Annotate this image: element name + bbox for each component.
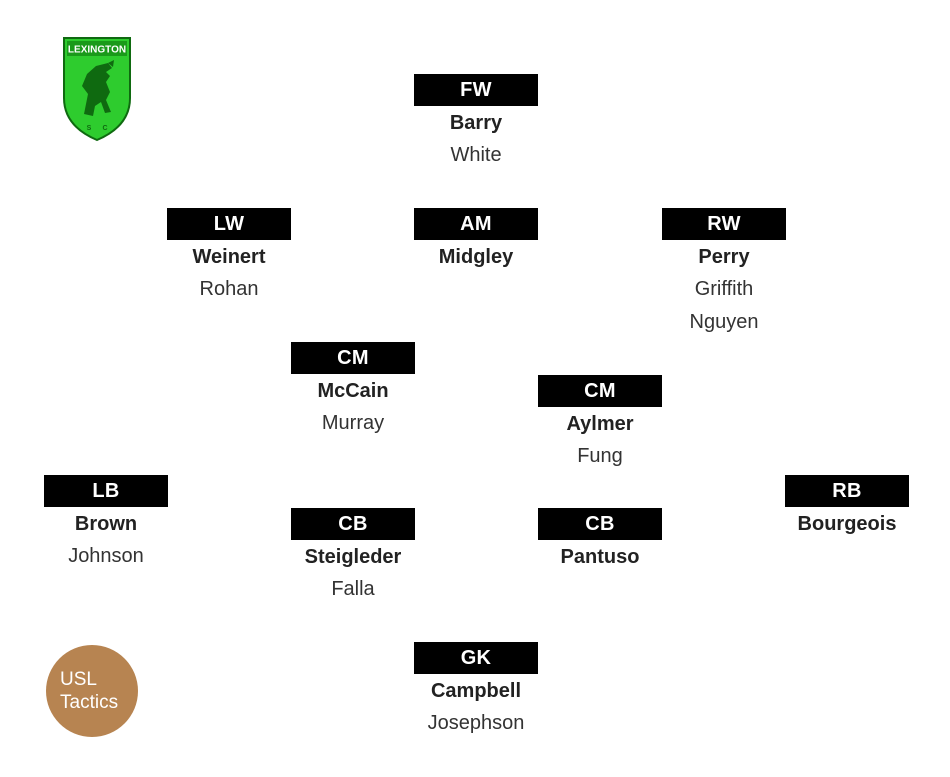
- backup-name: Josephson: [427, 712, 525, 734]
- starter-name: Weinert: [192, 246, 266, 268]
- position-right-cb: CB Pantuso: [538, 508, 662, 573]
- backup-name: Rohan: [199, 278, 259, 300]
- svg-text:S: S: [87, 125, 92, 132]
- position-label: RB: [785, 475, 909, 507]
- position-right-cm: CM Aylmer Fung: [538, 375, 662, 473]
- starter-name: Aylmer: [566, 413, 634, 435]
- usl-tactics-badge: USL Tactics: [46, 645, 138, 737]
- position-label: AM: [414, 208, 538, 240]
- backup-name: Griffith: [694, 278, 754, 300]
- starter-name: Midgley: [438, 246, 514, 268]
- starter-name: McCain: [317, 380, 389, 402]
- position-rb: RB Bourgeois: [785, 475, 909, 540]
- backup-name: Johnson: [68, 545, 144, 567]
- position-label: CB: [291, 508, 415, 540]
- position-rw: RW Perry Griffith Nguyen: [662, 208, 786, 339]
- svg-text:LEXINGTON: LEXINGTON: [68, 45, 126, 56]
- badge-line-2: Tactics: [60, 692, 119, 713]
- position-label: LB: [44, 475, 168, 507]
- backup-name: Falla: [331, 578, 375, 600]
- starter-name: Brown: [74, 513, 138, 535]
- position-left-cb: CB Steigleder Falla: [291, 508, 415, 606]
- backup-name: Fung: [577, 445, 623, 467]
- position-label: FW: [414, 74, 538, 106]
- position-am: AM Midgley: [414, 208, 538, 273]
- starter-name: Barry: [449, 112, 503, 134]
- position-label: RW: [662, 208, 786, 240]
- badge-line-1: USL: [60, 669, 97, 690]
- position-gk: GK Campbell Josephson: [414, 642, 538, 740]
- position-fw: FW Barry White: [414, 74, 538, 172]
- position-label: GK: [414, 642, 538, 674]
- svg-text:C: C: [102, 125, 107, 132]
- position-left-cm: CM McCain Murray: [291, 342, 415, 440]
- lexington-crest-logo: LEXINGTON S C: [62, 36, 132, 142]
- position-label: CB: [538, 508, 662, 540]
- starter-name: Pantuso: [560, 546, 640, 568]
- position-label: LW: [167, 208, 291, 240]
- position-lb: LB Brown Johnson: [44, 475, 168, 573]
- starter-name: Campbell: [430, 680, 522, 702]
- backup-name: Murray: [321, 412, 385, 434]
- starter-name: Perry: [698, 246, 750, 268]
- starter-name: Steigleder: [304, 546, 402, 568]
- position-label: CM: [538, 375, 662, 407]
- backup-name: White: [450, 144, 502, 166]
- position-lw: LW Weinert Rohan: [167, 208, 291, 306]
- backup-name: Nguyen: [689, 311, 759, 333]
- starter-name: Bourgeois: [797, 513, 897, 535]
- position-label: CM: [291, 342, 415, 374]
